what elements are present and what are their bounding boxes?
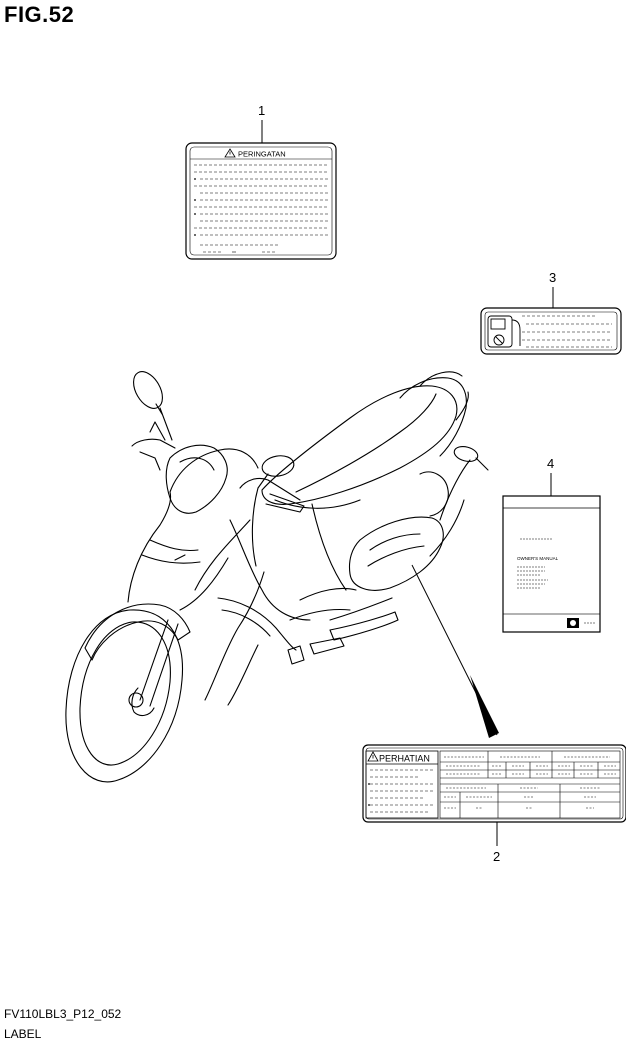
fuel-pump-icon [487,315,521,348]
fuel-label[interactable] [480,307,622,355]
rear-cowl [399,371,489,471]
handlebar-and-mirrors [131,371,305,513]
figure-code: FV110LBL3_P12_052 [4,1007,122,1021]
seat [261,385,458,509]
warning-label-peringatan[interactable]: PERINGATAN [185,142,337,260]
label-heading-perhatian: PERHATIAN [379,754,430,764]
callout-4[interactable]: 4 [547,456,554,496]
label-heading-peringatan: PERINGATAN [238,150,286,159]
front-body [127,448,265,706]
front-fender [84,603,191,661]
engine [289,471,449,621]
rear-swingarm [429,459,471,557]
front-wheel [65,609,184,783]
headlight-cowl [165,444,228,514]
leader-wedge-2-fill [470,675,499,738]
side-body [217,487,347,651]
callout-number-4: 4 [547,456,554,471]
callout-number-2: 2 [493,849,500,864]
motorcycle-illustration [65,371,489,783]
warning-triangle-icon [367,751,379,762]
manual-heading: OWNER'S MANUAL [517,556,559,561]
figure-title: FIG.52 [4,2,75,27]
brand-logo-icon [567,618,579,628]
exhaust-and-pegs [287,611,399,665]
callout-3[interactable]: 3 [549,270,556,308]
front-fork [131,619,179,717]
warning-triangle-icon [224,148,236,158]
owners-manual[interactable]: OWNER'S MANUAL [502,495,601,633]
callout-number-3: 3 [549,270,556,285]
figure-name: LABEL [4,1027,42,1041]
callout-2[interactable]: 2 [411,564,500,864]
callout-number-1: 1 [258,103,265,118]
callout-1[interactable]: 1 [258,103,265,143]
warning-label-perhatian[interactable]: PERHATIAN [362,744,626,823]
